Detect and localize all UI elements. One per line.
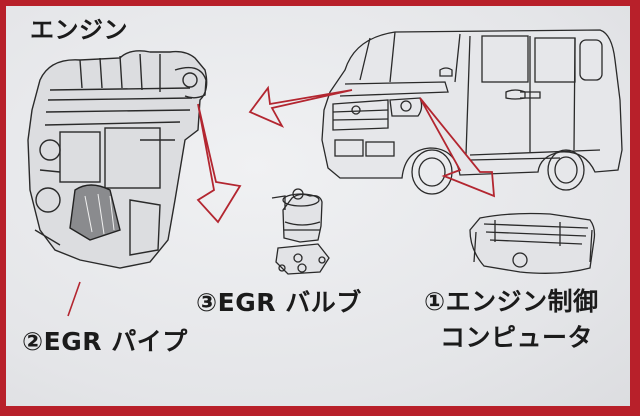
engine-title: エンジン: [30, 16, 128, 44]
car-illustration: [321, 29, 623, 195]
egr-valve-label: ③EGR バルブ: [196, 288, 362, 317]
arrow-engine-to-valve: [196, 103, 242, 224]
ecu-label-line1: ①エンジン制御: [424, 287, 599, 316]
ecu-label-line2: コンピュータ: [440, 323, 594, 352]
ecu-illustration: [469, 212, 596, 274]
arrow-car-to-engine: [248, 85, 353, 128]
egr-pipe-leader-line: [67, 281, 81, 317]
egr-valve-illustration: [271, 188, 330, 275]
arrows: [196, 85, 496, 224]
engine-illustration: [27, 50, 208, 269]
arrow-car-to-ecu: [419, 97, 496, 198]
egr-pipe-label: ②EGR パイプ: [22, 327, 188, 356]
